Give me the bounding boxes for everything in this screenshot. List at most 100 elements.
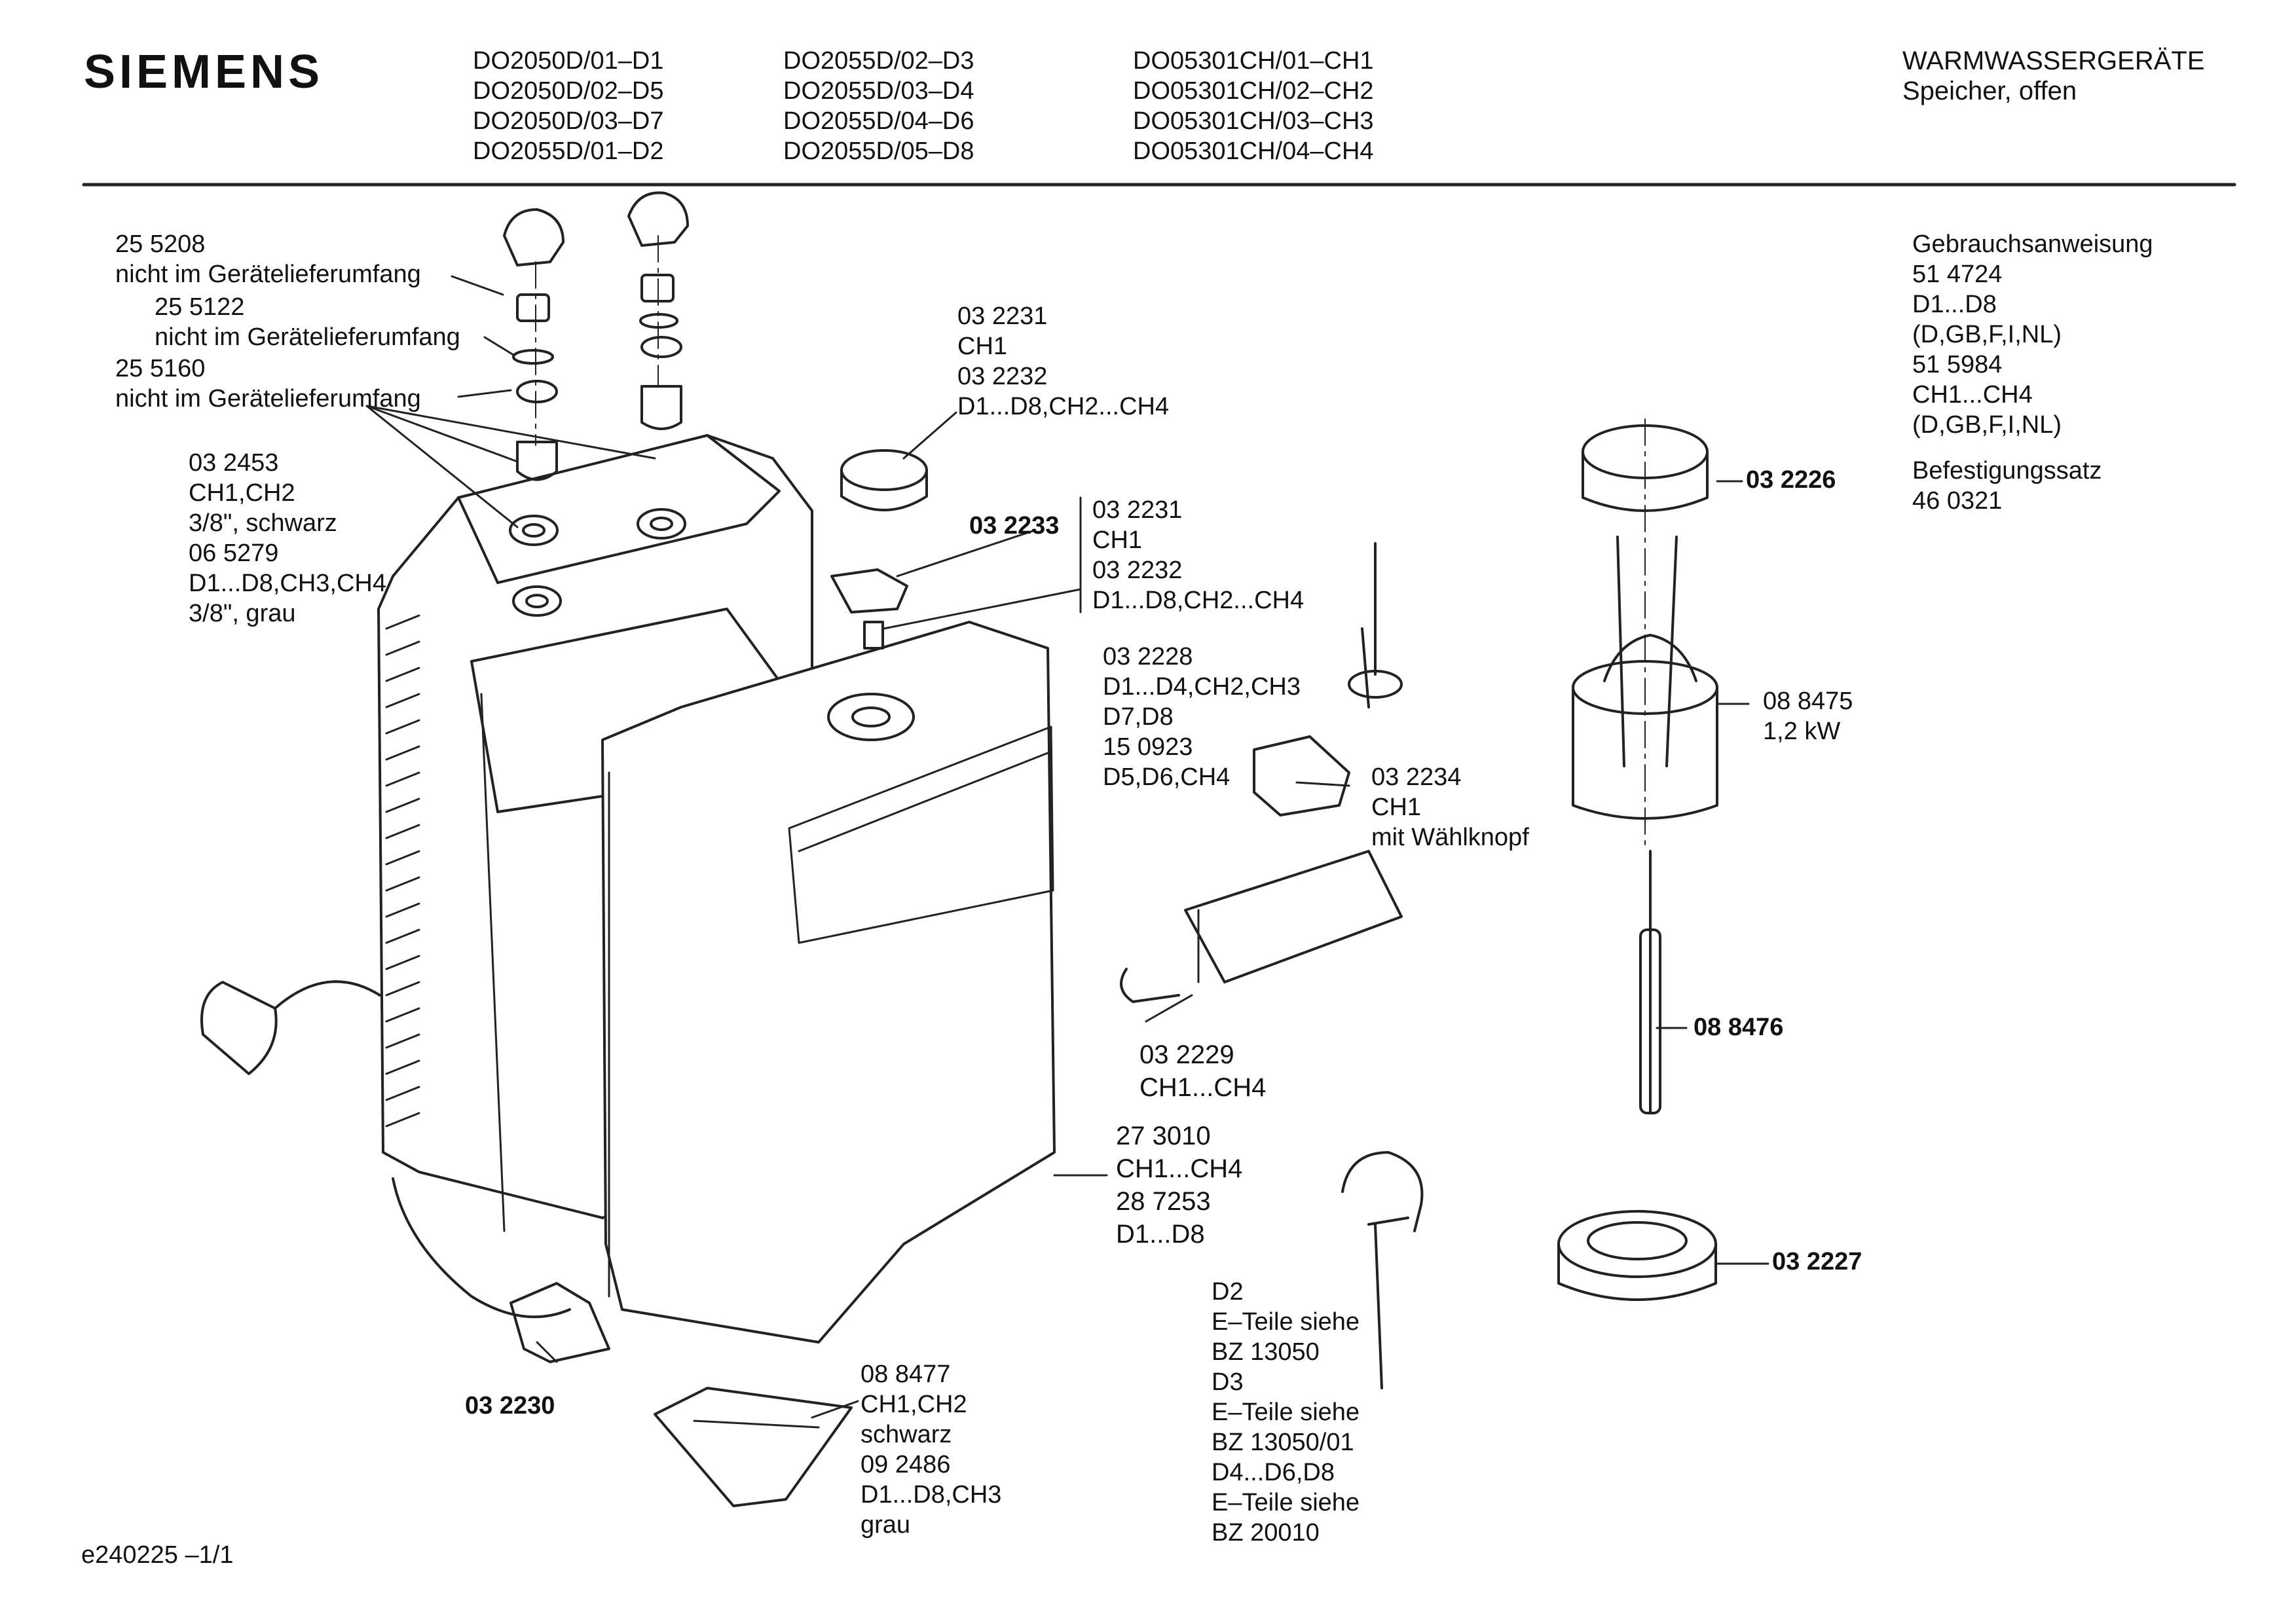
part-label-032234: 03 2234 CH1 mit Wählknopf — [1371, 762, 1529, 852]
part-variant: CH1 — [957, 333, 1008, 360]
model-number: DO2050D/01–D1 — [473, 47, 664, 75]
variant-label: D3 — [1212, 1368, 1244, 1396]
manual-line: (D,GB,F,I,NL) — [1912, 411, 2062, 439]
boiler-housing — [377, 434, 1056, 1344]
model-number: DO2050D/03–D7 — [473, 107, 664, 135]
model-number: DO2050D/02–D5 — [473, 77, 664, 105]
part-label-032227: 03 2227 — [1772, 1248, 1862, 1275]
thermostat — [1253, 542, 1403, 816]
part-variant: D1...D8,CH3,CH4 — [189, 570, 386, 597]
part-variant: CH1,CH2 — [861, 1391, 967, 1418]
model-number: DO2055D/05–D8 — [783, 137, 974, 165]
manual-line: CH1...CH4 — [1912, 381, 2033, 409]
mounting-number: 46 0321 — [1912, 487, 2003, 515]
part-number: 25 5122 — [155, 293, 245, 321]
leader-lines — [365, 275, 1769, 1419]
faucet — [1341, 1151, 1424, 1389]
manual-line: D1...D8 — [1912, 291, 1997, 318]
part-label-255122: 25 5122 nicht im Gerätelieferumfang — [155, 292, 460, 352]
cap-032231 — [840, 449, 928, 511]
mounting-label: Befestigungssatz — [1912, 457, 2102, 485]
part-number: 28 7253 — [1116, 1187, 1211, 1216]
model-number: DO2055D/02–D3 — [783, 47, 974, 75]
manual-label: Gebrauchsanweisung — [1912, 230, 2153, 258]
model-column-2: DO2055D/02–D3 DO2055D/03–D4 DO2055D/04–D… — [783, 46, 974, 166]
part-variant: D7,D8 — [1103, 703, 1174, 731]
model-column-1: DO2050D/01–D1 DO2050D/02–D5 DO2050D/03–D… — [473, 46, 664, 166]
power-cord — [200, 980, 571, 1319]
model-number: DO05301CH/01–CH1 — [1133, 47, 1374, 75]
part-label-032233: 03 2233 — [969, 512, 1060, 540]
part-label-255160: 25 5160 nicht im Gerätelieferumfang — [115, 354, 421, 414]
cable-clamp — [509, 1282, 610, 1363]
part-note: nicht im Gerätelieferumfang — [115, 261, 421, 288]
part-label-088475: 08 8475 1,2 kW — [1763, 686, 1853, 746]
fitting-stack-left — [503, 208, 565, 481]
model-number: DO05301CH/04–CH4 — [1133, 137, 1374, 165]
part-label-032226: 03 2226 — [1746, 466, 1836, 494]
reference-number: BZ 13050 — [1212, 1338, 1320, 1366]
part-rating: 1,2 kW — [1763, 718, 1841, 745]
part-note: mit Wählknopf — [1371, 824, 1529, 851]
part-note: grau — [861, 1511, 911, 1539]
category-subtitle: Speicher, offen — [1902, 77, 2077, 105]
part-note: nicht im Gerätelieferumfang — [115, 385, 421, 412]
part-number: 08 8475 — [1763, 687, 1853, 715]
model-number: DO2055D/01–D2 — [473, 137, 664, 165]
part-variant: CH1 — [1371, 794, 1422, 821]
manual-line: 51 5984 — [1912, 351, 2003, 378]
part-number: 03 2229 — [1139, 1040, 1234, 1069]
part-label-032228: 03 2228 D1...D4,CH2,CH3 D7,D8 15 0923 D5… — [1103, 642, 1301, 792]
part-label-032229: 03 2229 CH1...CH4 — [1139, 1038, 1266, 1104]
drawing-id: e240225 –1/1 — [81, 1541, 234, 1569]
part-number: 09 2486 — [861, 1451, 951, 1478]
terminal-block — [1120, 850, 1403, 1003]
part-number: 03 2232 — [957, 363, 1048, 390]
part-number: 03 2231 — [1092, 496, 1183, 524]
part-note: 3/8", schwarz — [189, 509, 337, 537]
model-number: DO2055D/04–D6 — [783, 107, 974, 135]
part-variant: D5,D6,CH4 — [1103, 763, 1231, 791]
part-label-273010: 27 3010 CH1...CH4 28 7253 D1...D8 — [1116, 1120, 1242, 1251]
category-title: WARMWASSERGERÄTE — [1902, 46, 2205, 75]
manual-line: 51 4724 — [1912, 261, 2003, 288]
reference-note: E–Teile siehe — [1212, 1308, 1360, 1336]
variant-label: D4...D6,D8 — [1212, 1459, 1335, 1486]
part-label-088476: 08 8476 — [1694, 1014, 1784, 1041]
part-variant: D1...D8 — [1116, 1220, 1205, 1249]
part-number: 03 2231 — [957, 302, 1048, 330]
manual-block: Gebrauchsanweisung 51 4724 D1...D8 (D,GB… — [1912, 229, 2153, 516]
reference-note: E–Teile siehe — [1212, 1399, 1360, 1426]
e-parts-reference: D2 E–Teile siehe BZ 13050 D3 E–Teile sie… — [1212, 1277, 1360, 1548]
thermostat-knob — [830, 568, 908, 650]
reference-note: E–Teile siehe — [1212, 1489, 1360, 1516]
part-number: 25 5160 — [115, 355, 206, 382]
part-number: 03 2453 — [189, 449, 279, 477]
part-number: 03 2232 — [1092, 557, 1183, 584]
part-label-032230: 03 2230 — [465, 1392, 555, 1420]
part-number: 03 2234 — [1371, 763, 1462, 791]
part-variant: CH1,CH2 — [189, 479, 295, 507]
part-number: 03 2228 — [1103, 643, 1193, 670]
part-note: schwarz — [861, 1421, 952, 1448]
part-number: 15 0923 — [1103, 733, 1193, 761]
fitting-stack-right — [627, 191, 689, 430]
part-variant: CH1...CH4 — [1116, 1154, 1243, 1183]
part-label-032453: 03 2453 CH1,CH2 3/8", schwarz 06 5279 D1… — [189, 448, 386, 629]
part-label-255208: 25 5208 nicht im Gerätelieferumfang — [115, 229, 421, 289]
part-variant: D1...D8,CH2...CH4 — [957, 393, 1170, 420]
part-note: 3/8", grau — [189, 600, 296, 627]
brand-logo: SIEMENS — [84, 46, 324, 98]
model-column-3: DO05301CH/01–CH1 DO05301CH/02–CH2 DO0530… — [1133, 46, 1374, 166]
part-variant: D1...D8,CH2...CH4 — [1092, 587, 1305, 614]
part-number: 27 3010 — [1116, 1122, 1211, 1150]
model-number: DO05301CH/03–CH3 — [1133, 107, 1374, 135]
model-number: DO05301CH/02–CH2 — [1133, 77, 1374, 105]
part-variant: D1...D4,CH2,CH3 — [1103, 673, 1301, 701]
part-number: 08 8477 — [861, 1361, 951, 1388]
reference-number: BZ 13050/01 — [1212, 1429, 1354, 1456]
model-number: DO2055D/03–D4 — [783, 77, 974, 105]
part-note: nicht im Gerätelieferumfang — [155, 323, 460, 351]
cable-holder — [654, 1387, 853, 1507]
probe — [1639, 850, 1661, 1114]
